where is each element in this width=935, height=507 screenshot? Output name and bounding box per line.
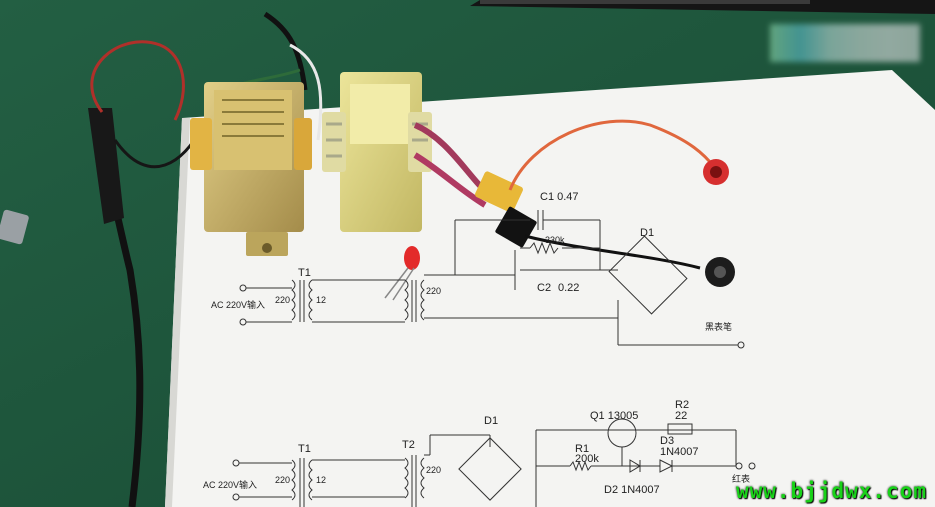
primary-winding-bottom-label: 220 xyxy=(275,475,290,485)
r1-value: 200k xyxy=(575,453,599,465)
q1-label: Q1 13005 xyxy=(590,410,638,422)
orange-wire xyxy=(508,119,717,191)
red-terminal-hole xyxy=(710,166,722,178)
black-terminal-hole xyxy=(714,266,726,278)
secondary-winding-label: 12 xyxy=(316,295,326,305)
probe-red-label: 红表 xyxy=(732,473,750,484)
red-wire-loop xyxy=(90,40,185,121)
black-wire-probe xyxy=(524,234,701,270)
white-wire-top xyxy=(289,43,323,141)
ac-input-bottom-label: AC 220V输入 xyxy=(203,479,257,490)
t2-secondary-bottom-label: 220 xyxy=(426,465,441,475)
schematic-top xyxy=(239,210,745,349)
d3-label: D3 xyxy=(660,435,674,447)
site-watermark: www.bjjdwx.com xyxy=(735,479,927,503)
t2-bottom-label: T2 xyxy=(402,439,415,451)
d1-label: D1 xyxy=(640,227,654,239)
blurred-logo xyxy=(770,24,920,62)
black-wire-top xyxy=(263,11,308,91)
schematic-bottom xyxy=(232,418,756,507)
led xyxy=(384,246,420,301)
primary-winding-label: 220 xyxy=(275,295,290,305)
black-object-edge xyxy=(480,0,810,4)
lead-2 xyxy=(413,152,487,208)
ac-input-label: AC 220V输入 xyxy=(211,299,265,310)
c2-label: C2 xyxy=(537,282,551,294)
small-heatsink xyxy=(0,209,29,245)
plug-body xyxy=(88,108,124,224)
c2-value: 0.22 xyxy=(558,282,579,294)
probe-black-label: 黑表笔 xyxy=(705,321,732,332)
t2-secondary-label: 220 xyxy=(426,286,441,296)
tape-module xyxy=(475,171,523,213)
r2-label: R2 xyxy=(675,399,689,411)
transformer-2 xyxy=(322,72,432,232)
d2-label: D2 1N4007 xyxy=(604,484,660,496)
resistor-label: 330k xyxy=(545,235,565,245)
paper-shadow xyxy=(165,118,190,507)
d1-bottom-label: D1 xyxy=(484,415,498,427)
secondary-winding-bottom-label: 12 xyxy=(316,475,326,485)
r1-label: R1 xyxy=(575,443,589,455)
c1-label: C1 0.47 xyxy=(540,191,579,203)
t1-label: T1 xyxy=(298,267,311,279)
d3-value: 1N4007 xyxy=(660,446,699,458)
r2-value: 22 xyxy=(675,410,687,422)
t1-bottom-label: T1 xyxy=(298,443,311,455)
transformer-1 xyxy=(190,82,312,256)
